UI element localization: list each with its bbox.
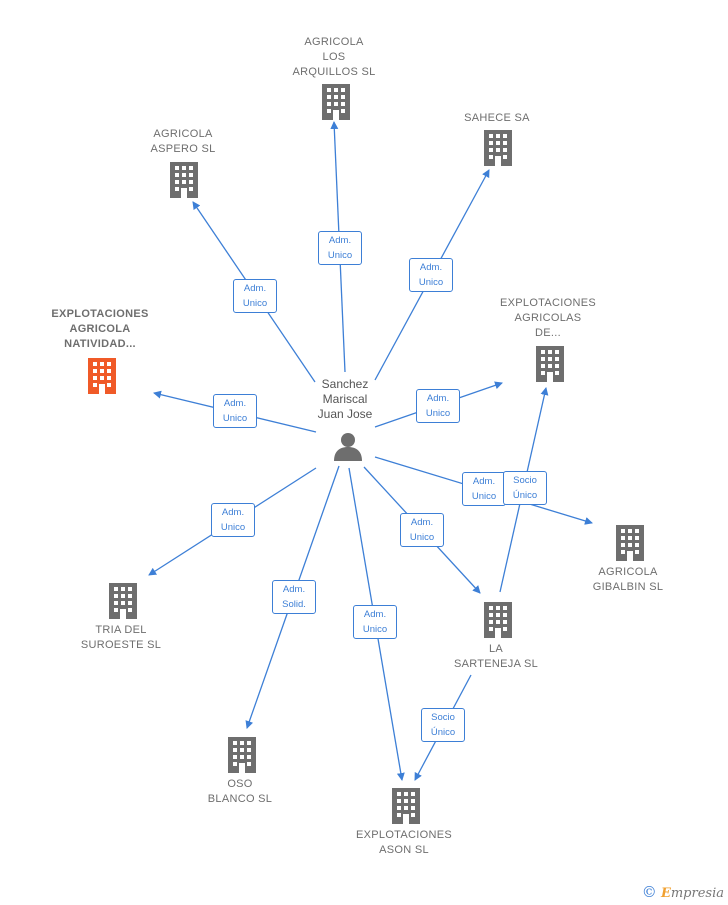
explotaciones-ason-label[interactable]: EXPLOTACIONES ASON SL [356, 829, 452, 856]
oso-blanco-building-icon[interactable] [228, 737, 256, 773]
sahece-building-icon[interactable] [484, 130, 512, 166]
brand-name: mpresia [670, 886, 724, 901]
tria-del-suroeste-building-icon[interactable] [109, 583, 137, 619]
agricola-gibalbin-label[interactable]: AGRICOLA GIBALBIN SL [592, 566, 664, 593]
edge-role-tag[interactable]: Adm. Unico [211, 503, 255, 537]
center-person-name[interactable]: Sanchez Mariscal Juan Jose [317, 377, 373, 421]
edge-role-tag[interactable]: Socio Único [503, 471, 547, 505]
edge-role-tag[interactable]: Adm. Solid. [272, 580, 316, 614]
agricola-los-arquillos-building-icon[interactable] [322, 84, 350, 120]
edge-role-tag[interactable]: Adm. Unico [213, 394, 257, 428]
edge-role-tag[interactable]: Adm. Unico [233, 279, 277, 313]
tria-del-suroeste-label[interactable]: TRIA DEL SUROESTE SL [80, 624, 162, 651]
explotaciones-agricolas-de-building-icon[interactable] [536, 346, 564, 382]
edge-role-tag[interactable]: Socio Único [421, 708, 465, 742]
explotaciones-agricola-natividad-label[interactable]: EXPLOTACIONES AGRICOLA NATIVIDAD... [51, 308, 149, 350]
la-sarteneja-label[interactable]: LA SARTENEJA SL [453, 643, 539, 670]
agricola-aspero-building-icon[interactable] [170, 162, 198, 198]
nodes-layer [88, 84, 644, 824]
oso-blanco-label[interactable]: OSO BLANCO SL [207, 778, 273, 805]
edge-role-tag[interactable]: Adm. Unico [353, 605, 397, 639]
explotaciones-ason-building-icon[interactable] [392, 788, 420, 824]
copyright-icon: © [641, 883, 657, 901]
person-icon[interactable] [334, 433, 362, 461]
edge-role-tag[interactable]: Adm. Unico [400, 513, 444, 547]
la-sarteneja-building-icon[interactable] [484, 602, 512, 638]
explotaciones-agricolas-de-label[interactable]: EXPLOTACIONES AGRICOLAS DE... [500, 297, 596, 339]
edge-role-tag[interactable]: Adm. Unico [318, 231, 362, 265]
agricola-los-arquillos-label[interactable]: AGRICOLA LOS ARQUILLOS SL [292, 36, 376, 78]
edge-role-tag[interactable]: Adm. Unico [416, 389, 460, 423]
agricola-gibalbin-building-icon[interactable] [616, 525, 644, 561]
explotaciones-agricola-natividad-building-icon[interactable] [88, 358, 116, 394]
edge-role-tag[interactable]: Adm. Unico [462, 472, 506, 506]
brand-initial: E [660, 886, 671, 901]
sahece-label[interactable]: SAHECE SA [464, 112, 530, 124]
edges-layer [148, 121, 593, 781]
agricola-aspero-label[interactable]: AGRICOLA ASPERO SL [150, 128, 216, 155]
edge-role-tag[interactable]: Adm. Unico [409, 258, 453, 292]
footer-brand: © Empresia [642, 883, 724, 901]
